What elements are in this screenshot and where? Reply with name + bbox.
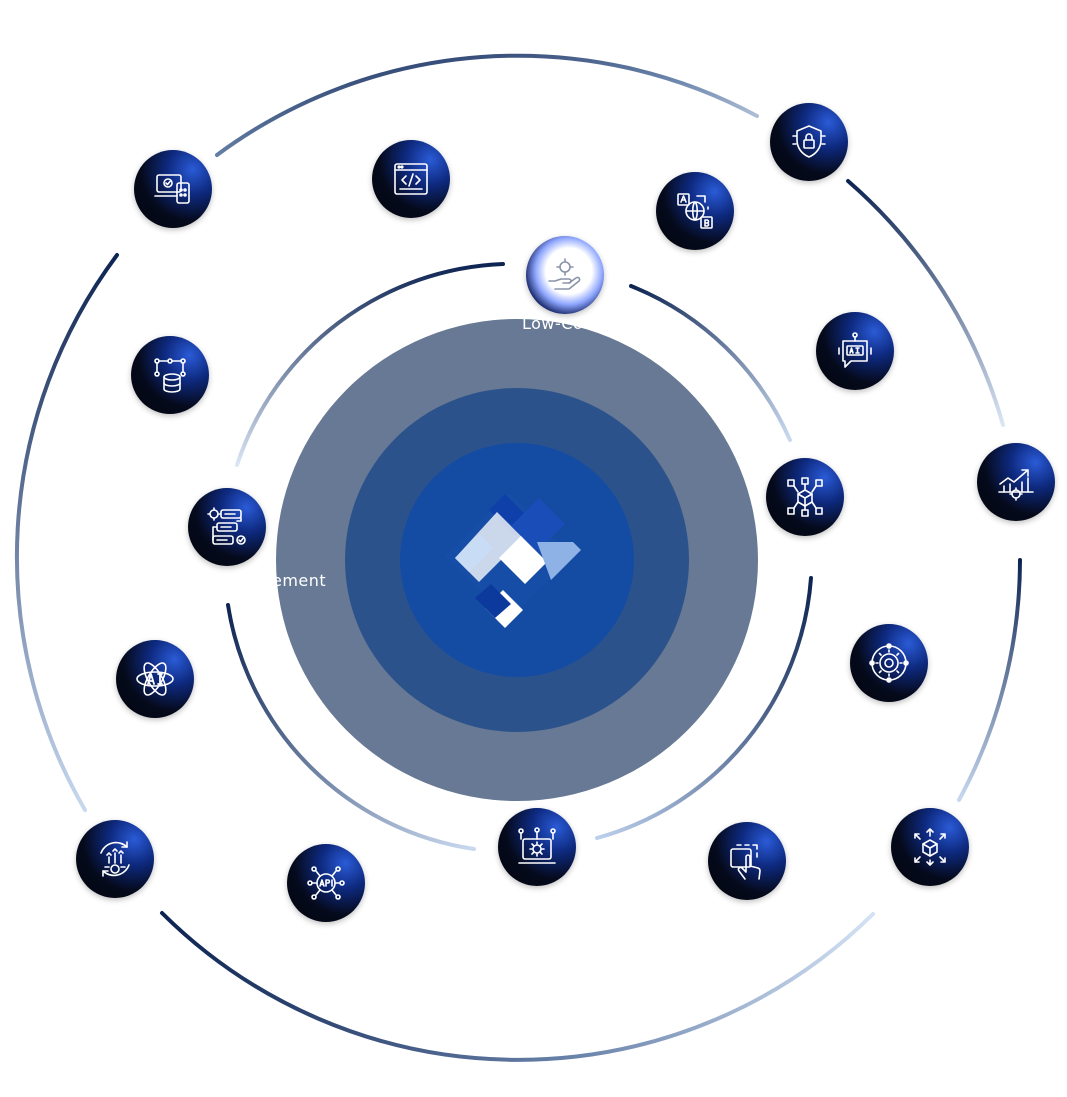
outer-ring-segment-right-upper xyxy=(846,179,1005,427)
node-gear-cycle[interactable] xyxy=(850,624,928,702)
node-analytics[interactable] xyxy=(977,443,1055,521)
node-touch[interactable] xyxy=(708,822,786,900)
growth-cycle-icon xyxy=(100,841,130,877)
logo-icon xyxy=(445,492,581,628)
node-laptop-gear[interactable] xyxy=(498,808,576,886)
node-code-window[interactable] xyxy=(372,140,450,218)
inner-ring-segment-left-lower xyxy=(226,603,476,851)
node-ai-atom[interactable] xyxy=(116,640,194,718)
management-label: ement xyxy=(272,571,327,590)
node-device-check[interactable] xyxy=(134,150,212,228)
chart-gear-icon xyxy=(998,469,1034,501)
node-ai-chatbot[interactable] xyxy=(816,312,894,390)
laptop-phone-check-icon xyxy=(154,174,190,204)
inner-ring-segment-right-lower xyxy=(595,576,813,840)
node-security[interactable] xyxy=(770,103,848,181)
api-network-icon xyxy=(307,866,345,900)
cube-arrows-icon xyxy=(914,828,946,866)
code-window-icon xyxy=(394,163,428,195)
touch-gesture-icon xyxy=(730,844,761,880)
node-api[interactable] xyxy=(287,844,365,922)
hand-gear-icon xyxy=(548,258,581,290)
inner-ring-segment-right-upper xyxy=(629,284,792,442)
outer-ring-segment-top xyxy=(215,53,759,157)
database-network-icon xyxy=(154,358,186,393)
workflow-process-icon xyxy=(207,507,246,545)
laptop-gear-icon xyxy=(518,827,556,864)
ai-chatbot-icon xyxy=(838,332,872,368)
node-hand-gear[interactable] xyxy=(526,236,604,314)
ai-atom-icon xyxy=(136,662,174,696)
node-workflow[interactable] xyxy=(188,488,266,566)
cube-network-icon xyxy=(787,477,823,517)
outer-ring-segment-right-lower xyxy=(957,558,1022,802)
gear-cycle-icon xyxy=(869,643,909,683)
node-cube-network[interactable] xyxy=(766,458,844,536)
node-cube-arrows[interactable] xyxy=(891,808,969,886)
low-code-label: Low-Co xyxy=(522,314,584,333)
outer-ring-segment-bottom xyxy=(160,911,875,1062)
node-translation[interactable] xyxy=(656,172,734,250)
node-database-network[interactable] xyxy=(131,336,209,414)
globe-translate-icon xyxy=(677,193,713,229)
shield-lock-icon xyxy=(792,125,826,158)
inner-ring-segment-left-upper xyxy=(235,262,505,467)
node-growth-cycle[interactable] xyxy=(76,820,154,898)
outer-ring-segment-left xyxy=(14,253,119,812)
